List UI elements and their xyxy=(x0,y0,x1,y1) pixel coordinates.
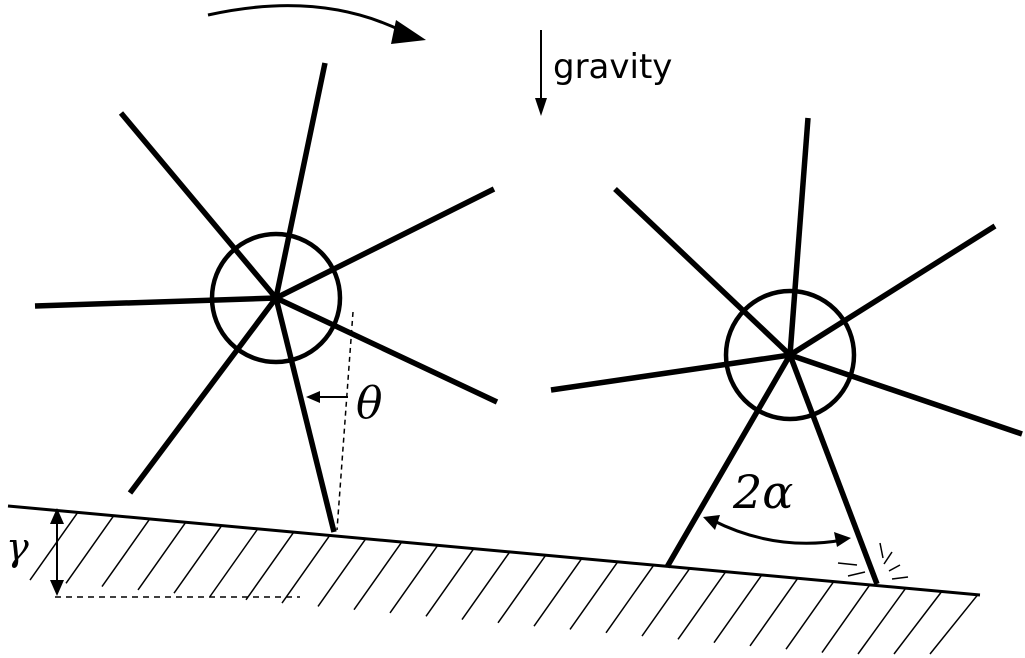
theta-label: θ xyxy=(356,378,383,429)
spoke xyxy=(550,352,791,393)
spoke xyxy=(788,223,997,358)
right-wheel-hub xyxy=(723,288,857,422)
hatch-line xyxy=(749,577,799,647)
spoke xyxy=(118,111,279,300)
spoke xyxy=(273,297,337,533)
spoke xyxy=(34,295,277,309)
hatch-line xyxy=(893,590,943,655)
spoke xyxy=(274,295,499,405)
spoke xyxy=(789,352,1023,437)
hatch-line xyxy=(929,593,979,655)
hatch-line xyxy=(29,511,79,581)
hatch-line xyxy=(65,514,115,584)
spoke xyxy=(273,62,328,299)
hatch-line xyxy=(605,564,655,634)
hatch-line xyxy=(353,541,403,611)
hatch-line xyxy=(101,518,151,588)
hatch-line xyxy=(533,557,583,627)
gamma-indicator: γ xyxy=(6,508,64,596)
spoke xyxy=(274,186,496,301)
hatch-line xyxy=(821,584,871,653)
spoke xyxy=(664,353,793,569)
spoke xyxy=(613,187,792,357)
slope-line xyxy=(7,504,981,597)
gamma-label: γ xyxy=(6,525,29,569)
hatch-line xyxy=(137,521,187,591)
slope-hatching xyxy=(29,511,979,655)
hatch-line xyxy=(245,531,295,601)
gravity-indicator: gravity xyxy=(535,30,672,116)
right-wheel-spokes xyxy=(550,117,1023,585)
left-wheel-spokes xyxy=(34,62,499,533)
hatch-line xyxy=(461,551,511,621)
hatch-line xyxy=(173,524,223,594)
hatch-line xyxy=(677,570,727,640)
vertical-reference xyxy=(336,311,354,531)
hatch-line xyxy=(317,537,367,607)
spoke xyxy=(787,117,811,356)
hatch-line xyxy=(497,554,547,624)
hatch-line xyxy=(785,580,835,650)
two-alpha-label: 2α xyxy=(732,465,793,519)
left-wheel: θ xyxy=(34,62,499,533)
two-alpha-arc xyxy=(711,518,844,545)
hatch-line xyxy=(281,534,331,604)
ground-slope xyxy=(7,504,981,655)
hatch-line xyxy=(389,544,439,614)
gravity-label: gravity xyxy=(553,47,672,87)
right-wheel: 2α xyxy=(550,117,1023,585)
impact-marks xyxy=(837,542,909,580)
hatch-line xyxy=(209,528,259,597)
spoke xyxy=(787,354,880,585)
hatch-line xyxy=(641,567,691,637)
spoke xyxy=(127,296,279,495)
rotation-arrow xyxy=(207,4,426,44)
hatch-line xyxy=(569,561,619,630)
hatch-line xyxy=(713,574,763,644)
hatch-line xyxy=(425,547,475,617)
hatch-line xyxy=(857,587,907,655)
